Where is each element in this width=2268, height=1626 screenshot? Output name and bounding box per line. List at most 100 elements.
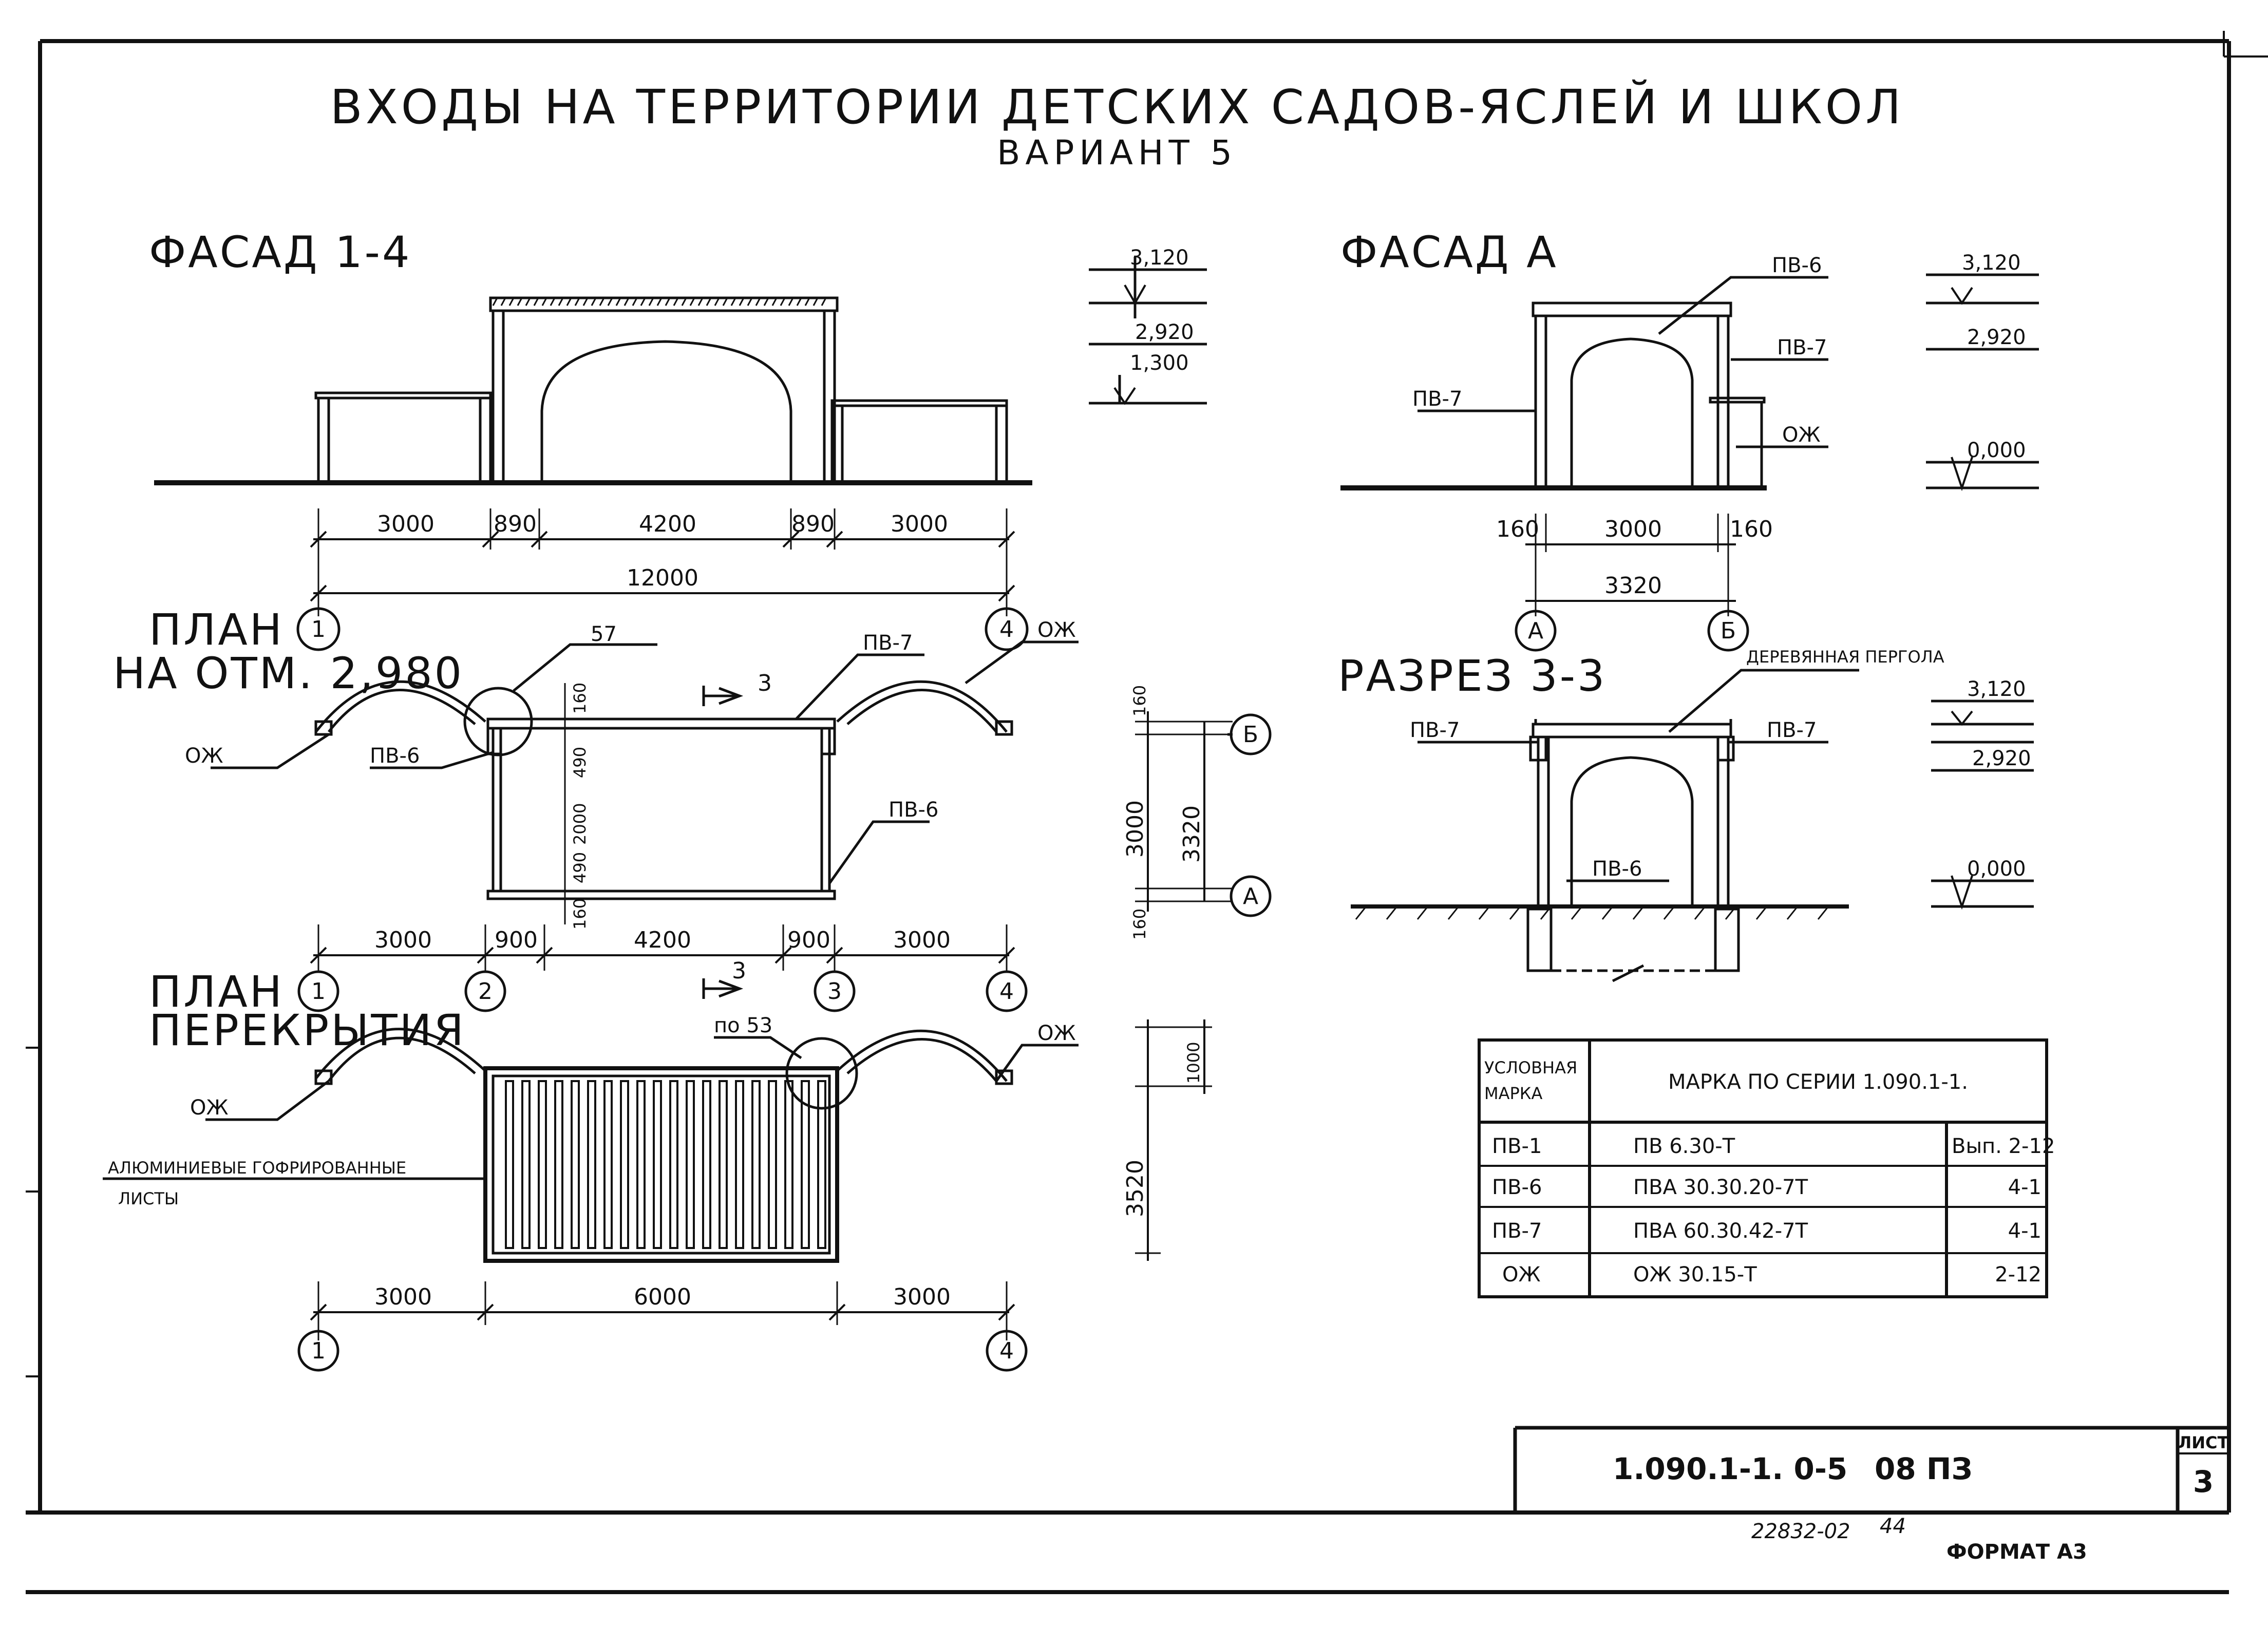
table-header-col1-1: УСЛОВНАЯ	[1484, 1058, 1577, 1077]
table-row-1-code: ПВ-1	[1492, 1135, 1542, 1158]
table-row-2-mark: ПВА 30.30.20-7Т	[1633, 1176, 1808, 1199]
section-label-pv7-left: ПВ-7	[1410, 719, 1460, 742]
plan-label-ozh-left: ОЖ	[185, 744, 223, 768]
corrugation-rib	[587, 1080, 596, 1249]
plan-label-ozh-right: ОЖ	[1037, 618, 1076, 642]
stamp-sheet-label: ЛИСТ	[2178, 1433, 2229, 1452]
corrugation-rib	[505, 1080, 514, 1249]
axis-4-facade: 4	[999, 616, 1014, 642]
table-row-2-ref: 4-1	[2008, 1176, 2042, 1199]
corrugation-rib	[702, 1080, 711, 1249]
roofplan-dim-1: 3000	[374, 1284, 432, 1310]
corrugation-rib	[686, 1080, 695, 1249]
level-3120: 3,120	[1130, 246, 1189, 270]
stamp-sheet-no: 3	[2193, 1464, 2214, 1499]
roofplan-side-dim-2: 3520	[1122, 1160, 1148, 1217]
facade-1-4-dim-1: 3000	[377, 511, 434, 537]
plan-heading-1: ПЛАН	[149, 604, 284, 655]
plan-axis-1: 1	[311, 978, 326, 1005]
footer-format: ФОРМАТ А3	[1946, 1540, 2087, 1564]
section-level-0000: 0,000	[1967, 857, 2026, 881]
corrugation-rib	[571, 1080, 580, 1249]
plan-vdim-1: 160	[570, 683, 590, 714]
facade-a-label-pv6: ПВ-6	[1772, 254, 1822, 277]
roofplan-heading-1: ПЛАН	[149, 967, 284, 1017]
corrugation-rib	[751, 1080, 761, 1249]
plan-axis-3: 3	[827, 978, 842, 1005]
facade-a-level-0000: 0,000	[1967, 439, 2026, 462]
table-row-4-ref: 2-12	[1995, 1263, 2042, 1287]
section-label-pv6: ПВ-6	[1592, 857, 1642, 881]
level-2920: 2,920	[1135, 320, 1194, 344]
facade-1-4-dim-total: 12000	[627, 565, 698, 591]
sheet-subtitle: ВАРИАНТ 5	[997, 133, 1237, 173]
table-header-col2: МАРКА ПО СЕРИИ 1.090.1-1.	[1668, 1070, 1968, 1094]
footer-inv: 22832-02	[1751, 1520, 1850, 1543]
sheet-frame	[26, 31, 2268, 1594]
facade-a: ФАСАД А	[1340, 227, 2039, 652]
roofplan-dim-3: 3000	[893, 1284, 951, 1310]
corrugation-rib	[620, 1080, 629, 1249]
plan-side-dim-1: 160	[1130, 685, 1149, 716]
roofplan-label-ozh-right: ОЖ	[1037, 1022, 1076, 1045]
plan-section-mark-bottom: 3	[732, 958, 746, 984]
plan-vdim-2: 490	[570, 747, 590, 778]
plan-axis-b: Б	[1243, 722, 1258, 748]
plan-vdim-3: 2000	[570, 803, 590, 845]
facade-1-4-dim-3: 4200	[639, 511, 696, 537]
plan-label-pv6-left: ПВ-6	[370, 744, 420, 768]
facade-1-4-dim-5: 3000	[891, 511, 948, 537]
facade-a-label-ozh: ОЖ	[1782, 423, 1821, 447]
table-row-3-ref: 4-1	[2008, 1219, 2042, 1243]
roofplan-label-ozh-left: ОЖ	[190, 1096, 229, 1120]
corrugation-rib	[538, 1080, 547, 1249]
facade-1-4-dim-2: 890	[494, 511, 537, 537]
plan-section-mark-top: 3	[758, 670, 772, 696]
corrugation-rib	[817, 1080, 826, 1249]
roofplan-dim-2: 6000	[634, 1284, 691, 1310]
corrugation-rib	[768, 1080, 777, 1249]
corrugation-rib	[653, 1080, 662, 1249]
roofplan-axis-4: 4	[999, 1338, 1014, 1364]
table-row-4-mark: ОЖ 30.15-Т	[1633, 1263, 1757, 1287]
facade-a-level-2920: 2,920	[1967, 326, 2026, 349]
plan-vdim-4: 490	[570, 852, 590, 883]
corrugation-rib	[735, 1080, 744, 1249]
section-label-pv7-right: ПВ-7	[1767, 719, 1817, 742]
section-3-3: РАЗРЕЗ 3-3 ДЕРЕВЯННАЯ ПЕРГОЛА	[1338, 647, 2034, 982]
facade-a-level-3120: 3,120	[1962, 251, 2021, 275]
facade-a-dim-2: 3000	[1604, 516, 1662, 542]
section-note-pergola: ДЕРЕВЯННАЯ ПЕРГОЛА	[1746, 647, 1944, 667]
plan-side-dim-4: 160	[1130, 909, 1149, 940]
plan-dim-3: 4200	[634, 927, 691, 953]
facade-a-label-pv7-left: ПВ-7	[1412, 387, 1462, 411]
table-row-4-code: ОЖ	[1502, 1263, 1541, 1287]
plan-vdim-5: 160	[570, 898, 590, 930]
section-level-3120: 3,120	[1967, 677, 2026, 701]
facade-a-dim-1: 160	[1496, 516, 1539, 542]
roof-plan: ПЛАН ПЕРЕКРЫТИЯ	[103, 967, 1212, 1372]
table-header-col1-2: МАРКА	[1484, 1084, 1543, 1103]
axis-a-facade: А	[1528, 618, 1543, 644]
plan-dim-4: 900	[787, 927, 830, 953]
table-row-1-ref: Вып. 2-12	[1952, 1135, 2055, 1158]
facade-1-4: ФАСАД 1-4	[149, 227, 1207, 651]
level-1300: 1,300	[1130, 351, 1189, 375]
plan-2980: ПЛАН НА ОТМ. 2,980	[113, 604, 1272, 1012]
corrugation-rib	[801, 1080, 810, 1249]
plan-dim-1: 3000	[374, 927, 432, 953]
plan-axis-2: 2	[478, 978, 493, 1005]
plan-node-57: 57	[591, 622, 617, 646]
stamp-doc: 08 ПЗ	[1875, 1451, 1973, 1486]
corrugation-rib	[521, 1080, 531, 1249]
table-row-2-code: ПВ-6	[1492, 1176, 1542, 1199]
facade-a-heading: ФАСАД А	[1340, 227, 1558, 277]
plan-label-pv6-right: ПВ-6	[889, 798, 938, 822]
marks-table: УСЛОВНАЯ МАРКА МАРКА ПО СЕРИИ 1.090.1-1.…	[1478, 1038, 2055, 1298]
plan-dim-5: 3000	[893, 927, 951, 953]
plan-axis-a: А	[1243, 883, 1258, 910]
title-block: 1.090.1-1. 0-5 08 ПЗ ЛИСТ 3	[1513, 1426, 2229, 1512]
roofplan-node: по 53	[714, 1014, 772, 1037]
plan-side-dim-3: 3320	[1179, 805, 1205, 863]
